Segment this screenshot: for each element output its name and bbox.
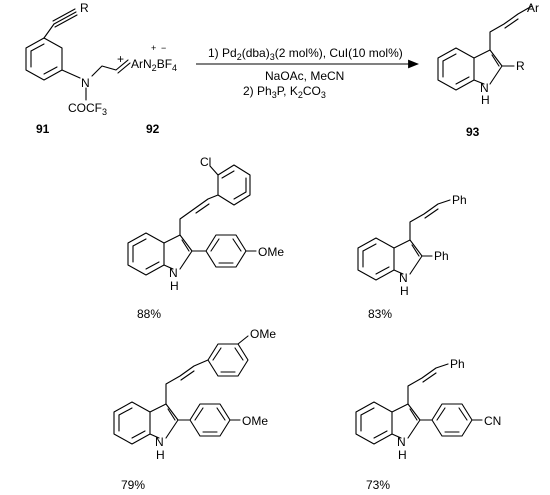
- example-4-yield: 73%: [366, 478, 390, 492]
- product-93-h-label: H: [481, 93, 490, 107]
- plus-sign: +: [117, 52, 124, 66]
- reactant-91-r-label: R: [80, 1, 89, 15]
- product-93-ar-label: Ar: [527, 1, 539, 15]
- conditions-line-3: 2) Ph3P, K2CO3: [243, 84, 326, 100]
- conditions-line-1: 1) Pd2(dba)3(2 mol%), CuI(10 mol%): [208, 46, 403, 62]
- product-93-n-label: N: [480, 81, 489, 95]
- example-2-aryl-label: Ph: [452, 193, 467, 207]
- example-1-structure: [127, 164, 257, 276]
- example-1-aryl-label: Cl: [200, 155, 211, 169]
- example-3-c2-label: OMe: [242, 414, 268, 428]
- reactant-91-n-label: N: [81, 76, 90, 90]
- example-3-aryl-label: OMe: [250, 327, 276, 341]
- example-2-h-label: H: [400, 284, 409, 298]
- reactant-92-charge-pos: +: [151, 43, 156, 53]
- example-1-h-label: H: [170, 279, 179, 293]
- example-3-n-label: N: [155, 435, 164, 449]
- compound-92-id: 92: [146, 122, 160, 136]
- example-1-yield: 88%: [137, 307, 161, 321]
- compound-91-id: 91: [36, 122, 50, 136]
- example-4-structure: [355, 363, 483, 445]
- reactant-92-charge-neg: −: [161, 43, 166, 53]
- example-3-yield: 79%: [121, 478, 145, 492]
- reactant-92-formula: ArN2BF4: [131, 57, 177, 73]
- example-2-c2-label: Ph: [434, 249, 449, 263]
- reactant-91-acyl-label: COCF3: [68, 101, 107, 117]
- example-4-aryl-label: Ph: [450, 357, 465, 371]
- example-3-structure: [113, 335, 249, 445]
- example-1-c2-label: OMe: [258, 245, 284, 259]
- example-4-n-label: N: [397, 435, 406, 449]
- example-3-h-label: H: [156, 448, 165, 462]
- reactant-91-structure: [25, 8, 131, 101]
- example-2-yield: 83%: [368, 307, 392, 321]
- product-93-structure: [437, 5, 533, 91]
- example-4-c2-label: CN: [484, 414, 501, 428]
- compound-93-id: 93: [466, 125, 480, 139]
- example-2-structure: [357, 199, 451, 281]
- example-4-h-label: H: [398, 448, 407, 462]
- example-2-n-label: N: [399, 271, 408, 285]
- conditions-line-2: NaOAc, MeCN: [265, 69, 344, 83]
- example-1-n-label: N: [169, 266, 178, 280]
- product-93-r-label: R: [516, 59, 525, 73]
